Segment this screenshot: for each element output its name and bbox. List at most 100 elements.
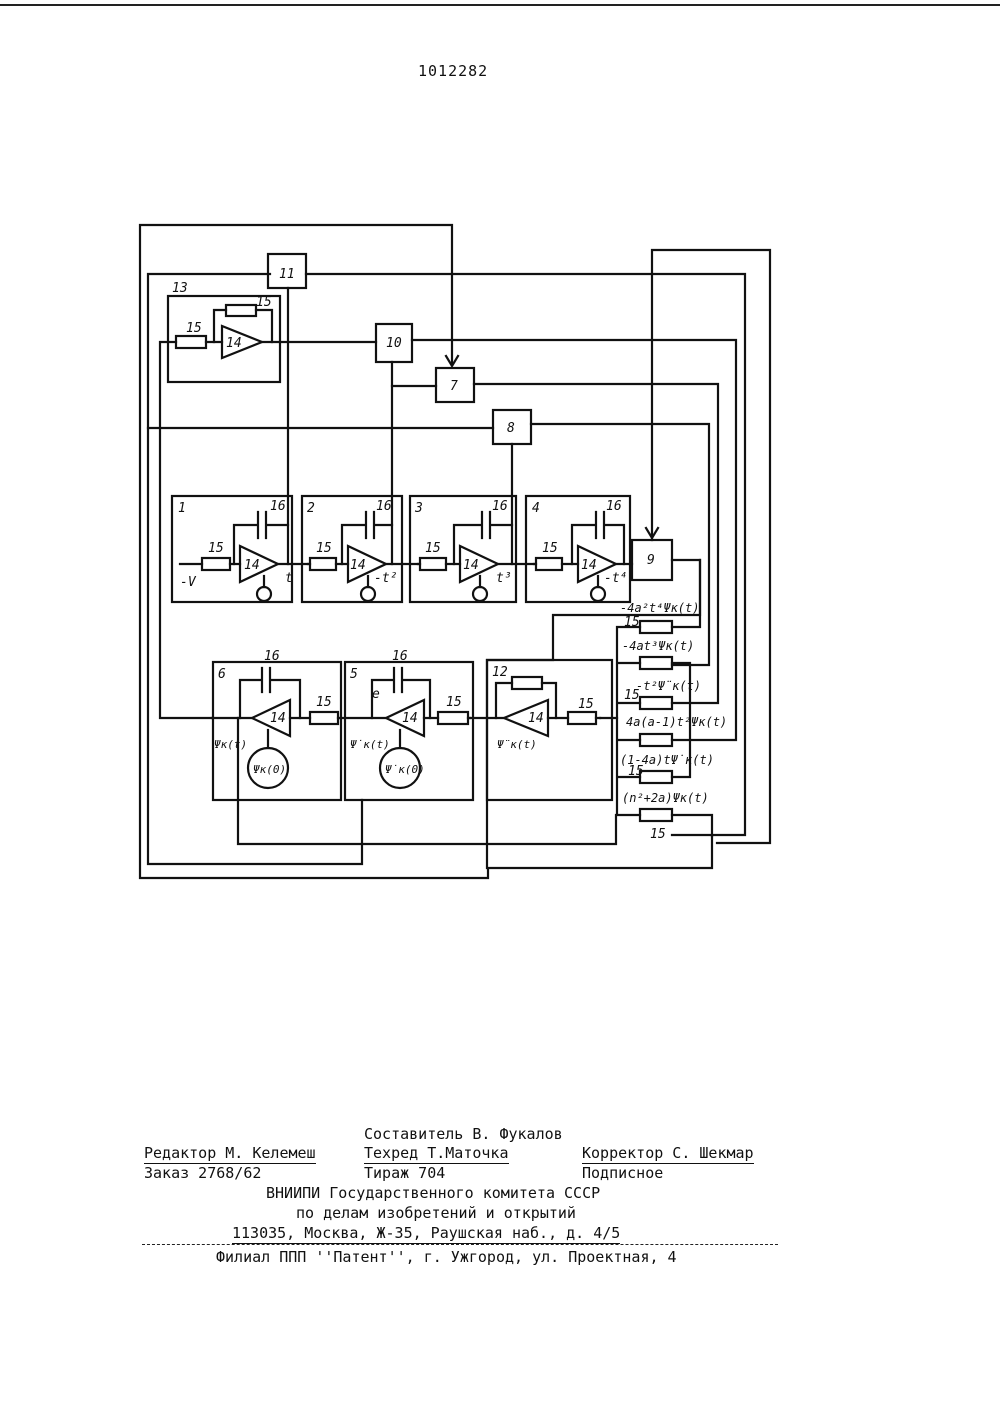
label-r-6: 15: [316, 695, 332, 710]
label-coef-3: -t²Ψ̈к(t): [636, 679, 701, 693]
imprint-row-org1: ВНИИПИ Государственного комитета СССР: [0, 1184, 1000, 1204]
label-coef-1: -4a²t⁴Ψк(t): [620, 601, 699, 615]
imprint-compiler: Составитель В. Фукалов: [364, 1125, 563, 1143]
coef-resistor-6: [640, 809, 672, 821]
label-c-s3: 16: [492, 499, 508, 514]
resistor-12-in: [568, 712, 596, 724]
label-r-12: 15: [578, 697, 594, 712]
label-r-5: 15: [446, 695, 462, 710]
resistor-13-fb: [226, 305, 256, 316]
label-ic-6: Ψк(0): [253, 763, 286, 776]
label-block-8: 8: [507, 421, 515, 436]
bias-s1: [257, 587, 271, 601]
label-block-13: 13: [172, 281, 188, 296]
label-out-3: t³: [496, 571, 512, 586]
label-psi-dot: Ψ̇к(t): [350, 738, 390, 751]
label-r-s1: 15: [208, 541, 224, 556]
label-stage-4: 4: [532, 501, 540, 516]
imprint-org-2: по делам изобретений и открытий: [296, 1204, 576, 1222]
bias-s4: [591, 587, 605, 601]
label-block-10: 10: [386, 336, 402, 351]
block-12-frame: [487, 660, 612, 800]
label-c-s4: 16: [606, 499, 622, 514]
label-psi: Ψк(t): [214, 738, 247, 751]
imprint-row-branch: Филиал ППП ''Патент'', г. Ужгород, ул. П…: [0, 1248, 1000, 1268]
label-coef-5: (1-4a)tΨ̇к(t): [620, 753, 714, 767]
label-block-5: 5: [350, 667, 358, 682]
resistor-s4: [536, 558, 562, 570]
label-input-v: -V: [180, 575, 197, 590]
label-ic-5: Ψ̇к(0): [385, 763, 425, 776]
circuit-diagram: 11 13 10 7 8 9 1 2 3 4 6 5 12 15 15 14 1…: [0, 0, 1000, 1000]
imprint-editor: Редактор М. Келемеш: [144, 1144, 316, 1164]
label-r-bank-1: 15: [624, 615, 640, 630]
imprint-row-address: 113035, Москва, Ж-35, Раушская наб., д. …: [0, 1224, 1000, 1244]
label-block-11: 11: [279, 267, 295, 282]
coef-resistor-5: [640, 771, 672, 783]
imprint-order: Заказ 2768/62: [144, 1164, 261, 1182]
bias-s3: [473, 587, 487, 601]
label-amp-s2: 14: [350, 558, 366, 573]
imprint-branch: Филиал ППП ''Патент'', г. Ужгород, ул. П…: [216, 1248, 677, 1266]
label-c-6: 16: [264, 649, 280, 664]
label-out-2: -t²: [374, 571, 397, 586]
label-r-bank-6: 15: [650, 827, 666, 842]
resistor-s1: [202, 558, 230, 570]
coef-resistor-2: [640, 657, 672, 669]
imprint-subscription: Подписное: [582, 1164, 663, 1182]
label-psi-ddot: Ψ̈к(t): [497, 738, 537, 751]
resistor-s3: [420, 558, 446, 570]
label-amp-13: 14: [226, 336, 242, 351]
imprint-row-staff: Редактор М. Келемеш Техред Т.Маточка Кор…: [0, 1144, 1000, 1164]
label-out-4: -t⁴: [604, 571, 627, 586]
label-stage-2: 2: [307, 501, 315, 516]
label-c-s1: 16: [270, 499, 286, 514]
block-5-frame: [345, 662, 473, 800]
label-r-s3: 15: [425, 541, 441, 556]
label-block-7: 7: [450, 379, 458, 394]
wire-block6-out: [160, 342, 212, 718]
label-out-1: t: [285, 571, 293, 586]
imprint-dash-rule: [142, 1244, 778, 1245]
coef-resistor-3: [640, 697, 672, 709]
resistor-12-fb: [512, 677, 542, 689]
resistor-s2: [310, 558, 336, 570]
label-block-12: 12: [492, 665, 508, 680]
label-amp-s3: 14: [463, 558, 479, 573]
imprint-corrector: Корректор С. Шекмар: [582, 1144, 754, 1164]
label-amp-s4: 14: [581, 558, 597, 573]
label-r-13in: 15: [186, 321, 202, 336]
label-r-s2: 15: [316, 541, 332, 556]
wire-6-feedback: [238, 718, 616, 844]
label-r-13fb: 15: [256, 295, 272, 310]
imprint-org-1: ВНИИПИ Государственного комитета СССР: [266, 1184, 600, 1202]
resistor-5: [438, 712, 468, 724]
label-stage-1: 1: [178, 501, 186, 516]
imprint-circulation: Тираж 704: [364, 1164, 445, 1182]
label-amp-s1: 14: [244, 558, 260, 573]
wire-8-right: [531, 424, 709, 665]
resistor-13-in: [176, 336, 206, 348]
label-c-5: 16: [392, 649, 408, 664]
imprint-row-compiler: Составитель В. Фукалов: [0, 1125, 1000, 1145]
label-block-9: 9: [647, 553, 655, 568]
label-r-s4: 15: [542, 541, 558, 556]
label-amp-12: 14: [528, 711, 544, 726]
resistor-6: [310, 712, 338, 724]
label-coef-2: -4at³Ψк(t): [622, 639, 694, 653]
coef-resistor-4: [640, 734, 672, 746]
label-stage-3: 3: [414, 501, 423, 516]
label-amp-6: 14: [270, 711, 286, 726]
imprint-row-order: Заказ 2768/62 Тираж 704 Подписное: [0, 1164, 1000, 1184]
label-c-s2: 16: [376, 499, 392, 514]
imprint-address: 113035, Москва, Ж-35, Раушская наб., д. …: [232, 1224, 620, 1244]
coef-resistor-1: [640, 621, 672, 633]
imprint-techred: Техред Т.Маточка: [364, 1144, 509, 1164]
label-amp-5: 14: [402, 711, 418, 726]
label-block-6: 6: [218, 667, 226, 682]
label-node-e: e: [372, 687, 380, 702]
bias-s2: [361, 587, 375, 601]
imprint-row-org2: по делам изобретений и открытий: [0, 1204, 1000, 1224]
wire-9-out: [672, 560, 700, 627]
